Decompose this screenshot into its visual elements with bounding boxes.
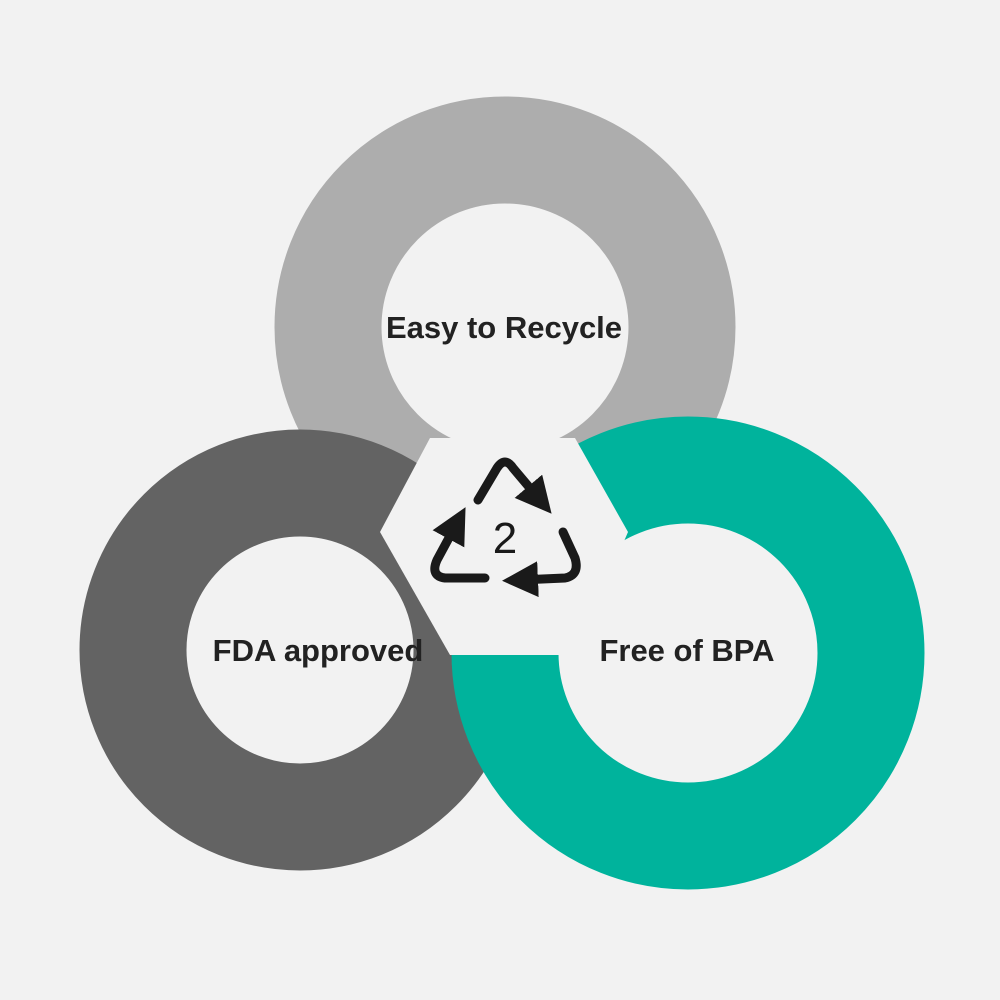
recycle-triangle-icon [430,457,581,598]
right-ring-label: Free of BPA [599,633,774,668]
left-ring-label: FDA approved [213,633,424,668]
top-ring-label: Easy to Recycle [386,310,622,345]
resin-code: 2 [493,514,517,563]
center-triangle [380,438,628,655]
